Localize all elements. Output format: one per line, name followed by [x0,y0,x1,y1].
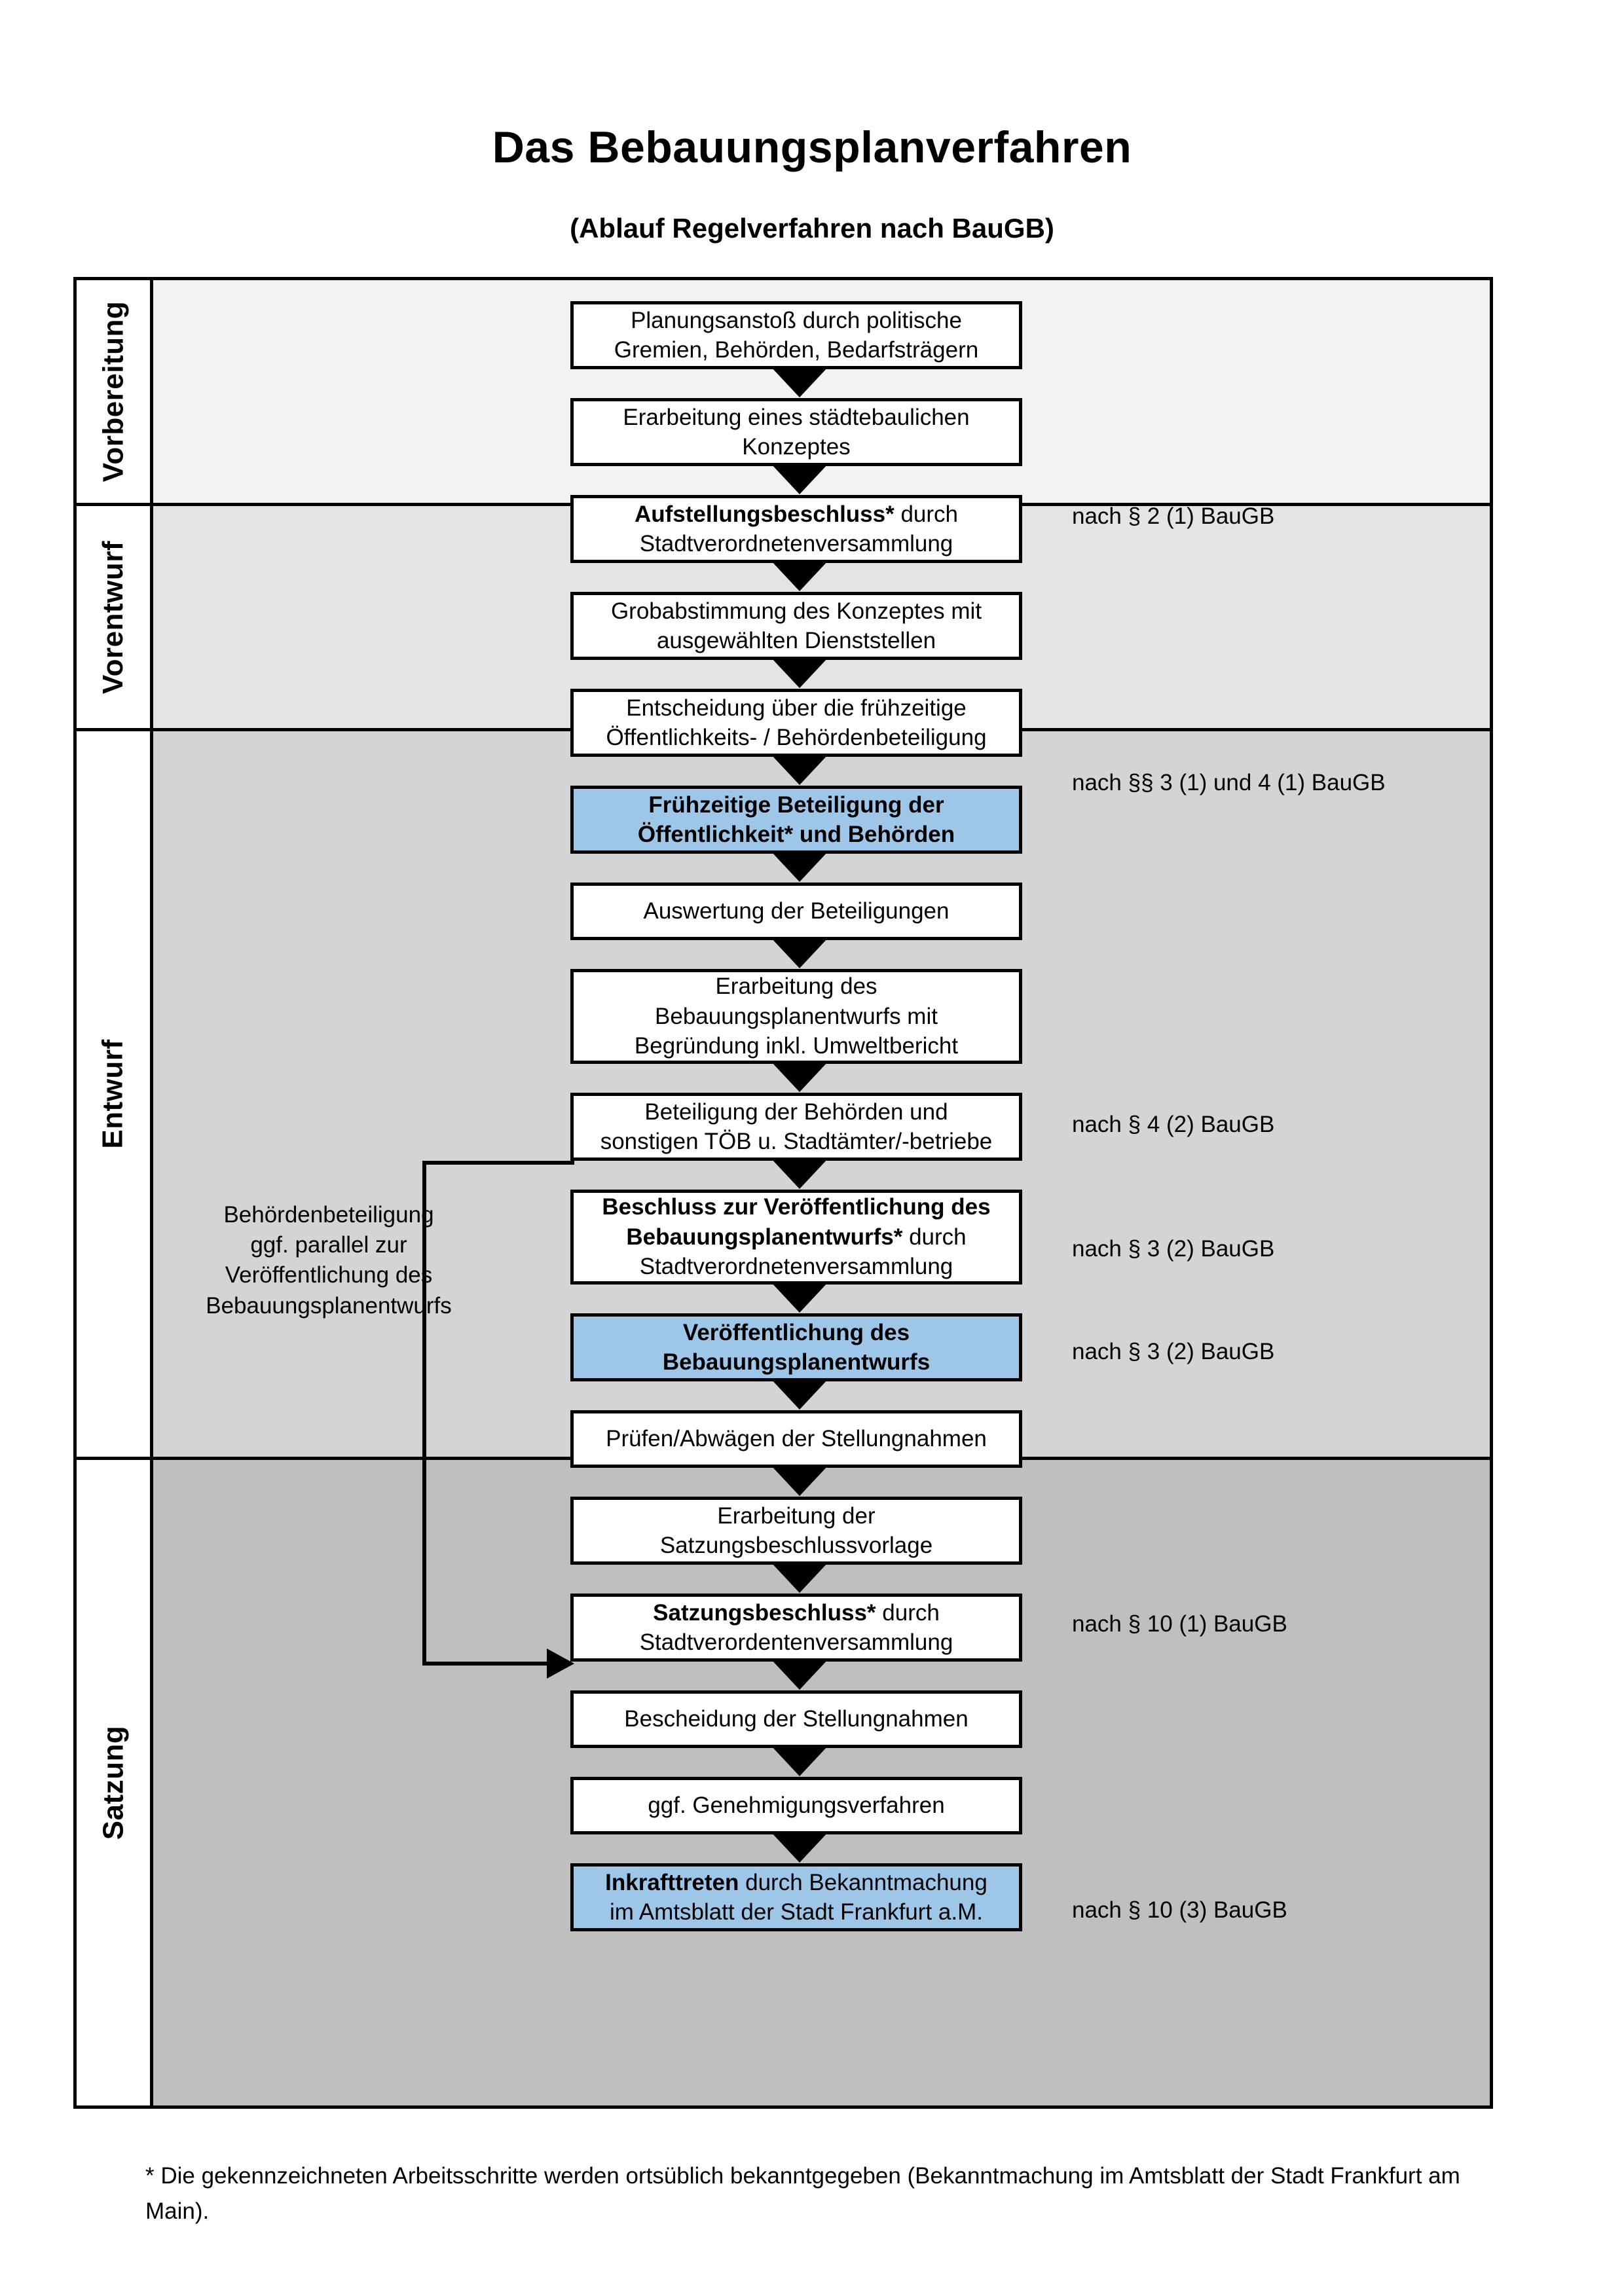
flow-arrow-10-icon [771,1282,828,1313]
flow-arrow-15-icon [771,1745,828,1776]
process-box-bescheidung-stellungnahmen[interactable]: Bescheidung der Stellungnahmen [570,1690,1022,1748]
step-3-line-1: durch [894,501,959,527]
step-11-line-1: Veröffentlichung des [682,1319,910,1345]
step-12-line-1: Prüfen/Abwägen der Stellungnahmen [606,1426,987,1452]
step-8-line-2: Bebauungsplanentwurfs mit [655,1003,938,1029]
page-subtitle: (Ablauf Regelverfahren nach BauGB) [570,213,1054,244]
stage-label-cell-entwurf: Entwurf [77,731,153,1457]
flow-arrow-6-icon [771,851,828,882]
process-box-entscheidung-fruehzeitige[interactable]: Entscheidung über die frühzeitige Öffent… [570,689,1022,757]
side-note-line-2: ggf. parallel zur [250,1232,407,1258]
stage-label-entwurf: Entwurf [97,1039,130,1149]
step-6-line-1: Frühzeitige Beteiligung der [648,792,944,818]
step-8-line-1: Erarbeitung des [715,974,877,1000]
legal-ref-par-2-1: nach § 2 (1) BauGB [1072,503,1275,529]
flow-arrow-13-icon [771,1562,828,1593]
process-box-erarbeitung-satzungsbeschlussvorlage[interactable]: Erarbeitung der Satzungsbeschlussvorlage [570,1497,1022,1565]
step-14-bold: Satzungsbeschluss* [653,1599,876,1626]
flow-arrow-2-icon [771,464,828,494]
step-11-line-2: Bebauungsplanentwurfs [662,1349,931,1375]
side-note-line-1: Behördenbeteiligung [223,1202,434,1228]
legal-ref-par-10-3: nach § 10 (3) BauGB [1072,1897,1287,1923]
legal-ref-par-3-1-4-1: nach §§ 3 (1) und 4 (1) BauGB [1072,770,1386,795]
stage-label-vorbereitung: Vorbereitung [97,301,129,483]
step-4-line-2: ausgewählten Dienststellen [656,628,936,653]
step-2-line-1: Erarbeitung eines städtebaulichen [623,404,970,430]
step-14-line-1: durch [876,1599,940,1626]
process-box-pruefen-abwaegen[interactable]: Prüfen/Abwägen der Stellungnahmen [570,1410,1022,1468]
step-15-line-1: Bescheidung der Stellungnahmen [624,1706,969,1732]
flow-arrow-3-icon [771,560,828,591]
step-17-line-1: durch Bekanntmachung [739,1869,987,1895]
stage-label-cell-vorentwurf: Vorentwurf [77,506,153,728]
branch-connector-bottom-segment [422,1662,551,1666]
branch-arrowhead-icon [547,1649,574,1679]
branch-connector-vertical-segment [422,1161,426,1666]
flow-arrow-14-icon [771,1659,828,1690]
step-2-line-2: Konzeptes [742,434,851,460]
legal-ref-par-10-1: nach § 10 (1) BauGB [1072,1611,1287,1637]
process-box-erarbeitung-bebauungsplanentwurf[interactable]: Erarbeitung des Bebauungsplanentwurfs mi… [570,969,1022,1064]
step-17-bold: Inkrafttreten [605,1869,739,1895]
flow-arrow-8-icon [771,1061,828,1092]
step-1-line-1: Planungsanstoß durch politische [631,307,962,333]
side-note-line-3: Veröffentlichung des [225,1262,433,1288]
flowchart-frame: Vorbereitung Vorentwurf Entwurf Satzung … [73,277,1493,2109]
process-box-genehmigungsverfahren[interactable]: ggf. Genehmigungsverfahren [570,1777,1022,1834]
step-13-line-2: Satzungsbeschlussvorlage [659,1533,933,1558]
footnote-text: * Die gekennzeichneten Arbeitsschritte w… [145,2163,1460,2225]
legal-ref-par-3-2-b: nach § 3 (2) BauGB [1072,1339,1275,1364]
flow-arrow-1-icon [771,367,828,397]
process-box-veroeffentlichung-entwurf[interactable]: Veröffentlichung des Bebauungsplanentwur… [570,1313,1022,1381]
side-note-line-4: Bebauungsplanentwurfs [206,1292,452,1319]
step-3-bold: Aufstellungsbeschluss* [634,501,895,527]
process-box-planungsanstoss[interactable]: Planungsanstoß durch politische Gremien,… [570,301,1022,369]
process-box-auswertung-beteiligungen[interactable]: Auswertung der Beteiligungen [570,883,1022,940]
step-5-line-1: Entscheidung über die frühzeitige [626,695,967,721]
step-7-line-1: Auswertung der Beteiligungen [643,898,950,924]
step-10-line-1: Beschluss zur Veröffentlichung des [602,1194,991,1220]
process-box-inkrafttreten[interactable]: Inkrafttreten durch Bekanntmachung im Am… [570,1863,1022,1931]
legal-ref-par-4-2: nach § 4 (2) BauGB [1072,1112,1275,1137]
step-16-line-1: ggf. Genehmigungsverfahren [648,1793,945,1819]
stage-label-vorentwurf: Vorentwurf [97,540,129,694]
process-box-staedtebauliches-konzept[interactable]: Erarbeitung eines städtebaulichen Konzep… [570,398,1022,466]
flow-arrow-12-icon [771,1465,828,1496]
step-10-line-2: Bebauungsplanentwurfs* [626,1224,903,1250]
step-5-line-2: Öffentlichkeits- / Behördenbeteiligung [606,725,987,750]
step-10-line-3: Stadtverordnetenversammlung [639,1254,953,1280]
stage-label-cell-vorbereitung: Vorbereitung [77,280,153,503]
process-box-aufstellungsbeschluss[interactable]: Aufstellungsbeschluss* durch Stadtverord… [570,495,1022,563]
step-9-line-2: sonstigen TÖB u. Stadtämter/-betriebe [600,1129,993,1154]
flow-arrow-11-icon [771,1379,828,1410]
process-box-beschluss-veroeffentlichung[interactable]: Beschluss zur Veröffentlichung des Bebau… [570,1190,1022,1285]
step-13-line-1: Erarbeitung der [717,1503,876,1529]
process-box-beteiligung-behoerden-toeb[interactable]: Beteiligung der Behörden und sonstigen T… [570,1093,1022,1161]
step-6-line-2: Öffentlichkeit* und Behörden [637,822,955,847]
step-17-line-2: im Amtsblatt der Stadt Frankfurt a.M. [610,1899,983,1925]
flow-arrow-4-icon [771,657,828,688]
branch-connector-top-segment [422,1161,574,1165]
flow-arrow-5-icon [771,754,828,785]
legal-ref-par-3-2-a: nach § 3 (2) BauGB [1072,1236,1275,1262]
stage-label-satzung: Satzung [97,1725,130,1840]
flow-arrow-9-icon [771,1158,828,1189]
process-box-satzungsbeschluss[interactable]: Satzungsbeschluss* durch Stadtverordente… [570,1594,1022,1662]
step-10-line-2b: durch [902,1224,967,1250]
process-box-grobabstimmung[interactable]: Grobabstimmung des Konzeptes mit ausgewä… [570,592,1022,660]
step-9-line-1: Beteiligung der Behörden und [644,1099,948,1125]
step-1-line-2: Gremien, Behörden, Bedarfsträgern [614,337,979,363]
step-3-line-2: Stadtverordnetenversammlung [639,531,953,556]
process-box-fruehzeitige-beteiligung[interactable]: Frühzeitige Beteiligung der Öffentlichke… [570,786,1022,854]
step-14-line-2: Stadtverordentenversammlung [639,1630,953,1655]
step-8-line-3: Begründung inkl. Umweltbericht [634,1033,959,1059]
flow-arrow-7-icon [771,938,828,968]
stage-label-cell-satzung: Satzung [77,1460,153,2105]
page-title: Das Bebauungsplanverfahren [492,122,1132,172]
step-4-line-1: Grobabstimmung des Konzeptes mit [610,598,982,624]
side-note-behoerdenbeteiligung: Behördenbeteiligung ggf. parallel zur Ve… [175,1200,483,1321]
flow-arrow-16-icon [771,1832,828,1863]
